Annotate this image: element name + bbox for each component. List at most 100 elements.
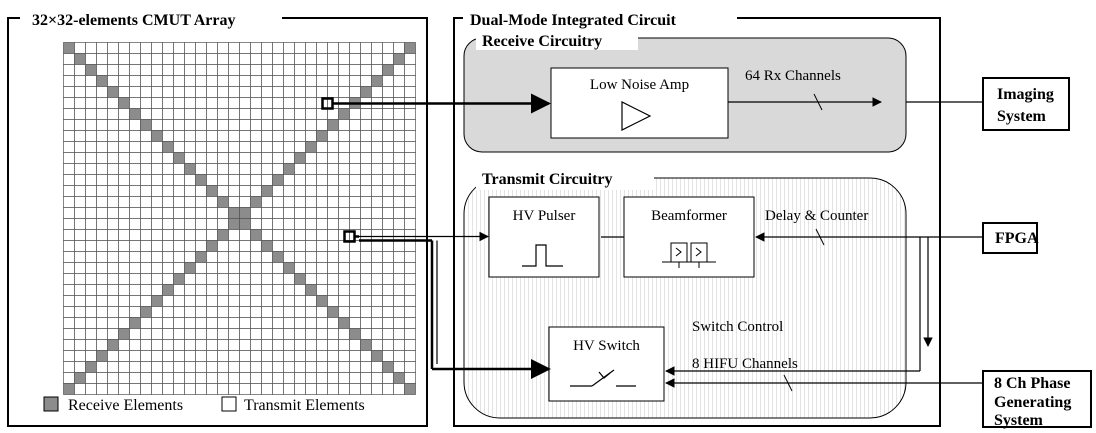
transmit-element [217,295,229,307]
transmit-element [206,119,218,131]
receive-element [118,97,130,109]
transmit-element [118,273,130,285]
transmit-element [283,361,295,373]
transmit-element [327,108,339,120]
transmit-element [173,372,185,384]
transmit-element [316,119,328,131]
transmit-element [228,295,240,307]
transmit-element [404,163,416,175]
transmit-element [162,339,174,351]
rx-channels-label: 64 Rx Channels [745,68,841,84]
transmit-element [228,86,240,98]
transmit-element [404,328,416,340]
transmit-element [206,317,218,329]
transmit-element [118,383,130,395]
transmit-element [404,284,416,296]
transmit-element [382,75,394,87]
transmit-element [140,361,152,373]
transmit-element [140,42,152,54]
transmit-element [250,163,262,175]
transmit-element [272,108,284,120]
transmit-element [184,284,196,296]
transmit-element [118,372,130,384]
transmit-element [327,240,339,252]
transmit-element [327,262,339,274]
transmit-element [250,185,262,197]
ic-panel-title: Dual-Mode Integrated Circuit [470,12,677,29]
transmit-element [272,306,284,318]
receive-element [206,185,218,197]
transmit-element [195,97,207,109]
transmit-element [107,383,119,395]
transmit-element [239,196,251,208]
transmit-element [316,207,328,219]
transmit-element [338,295,350,307]
transmit-element [360,119,372,131]
transmit-element [173,207,185,219]
transmit-element [349,86,361,98]
transmit-element [305,185,317,197]
transmit-element [195,218,207,230]
transmit-element [382,53,394,65]
transmit-element [228,229,240,241]
transmit-element [140,75,152,87]
transmit-element [283,108,295,120]
receive-title-mask [476,30,638,50]
transmit-element [228,141,240,153]
transmit-element [250,119,262,131]
transmit-element [261,372,273,384]
transmit-element [228,130,240,142]
transmit-element [217,42,229,54]
legend-transmit-swatch [221,396,237,412]
receive-element [327,119,339,131]
transmit-element [151,108,163,120]
transmit-element [217,240,229,252]
transmit-element [63,119,75,131]
transmit-element [261,317,273,329]
transmit-element [118,108,130,120]
transmit-element [162,152,174,164]
transmit-element [316,108,328,120]
transmit-element [206,152,218,164]
transmit-element [294,163,306,175]
transmit-element [162,350,174,362]
transmit-element [151,119,163,131]
transmit-element [360,251,372,263]
transmit-element [151,218,163,230]
transmit-element [294,119,306,131]
transmit-element [305,361,317,373]
transmit-element [294,284,306,296]
transmit-element [217,372,229,384]
transmit-element [85,262,97,274]
transmit-element [184,273,196,285]
receive-element [74,372,86,384]
transmit-element [162,306,174,318]
transmit-element [140,218,152,230]
transmit-element [129,174,141,186]
transmit-element [184,372,196,384]
transmit-element [217,339,229,351]
transmit-element [272,207,284,219]
transmit-element [316,163,328,175]
transmit-element [360,152,372,164]
transmit-element [217,174,229,186]
transmit-element [250,317,262,329]
transmit-element [305,196,317,208]
transmit-element [162,75,174,87]
transmit-element [162,262,174,274]
transmit-element [294,262,306,274]
transmit-element [382,174,394,186]
transmit-element [228,339,240,351]
transmit-element [96,306,108,318]
transmit-element [206,350,218,362]
transmit-element [360,185,372,197]
transmit-element [151,75,163,87]
transmit-element [63,317,75,329]
transmit-element [173,53,185,65]
transmit-element [85,273,97,285]
transmit-element [294,130,306,142]
transmit-element [371,141,383,153]
transmit-element [382,86,394,98]
transmit-element [305,350,317,362]
transmit-element [63,152,75,164]
